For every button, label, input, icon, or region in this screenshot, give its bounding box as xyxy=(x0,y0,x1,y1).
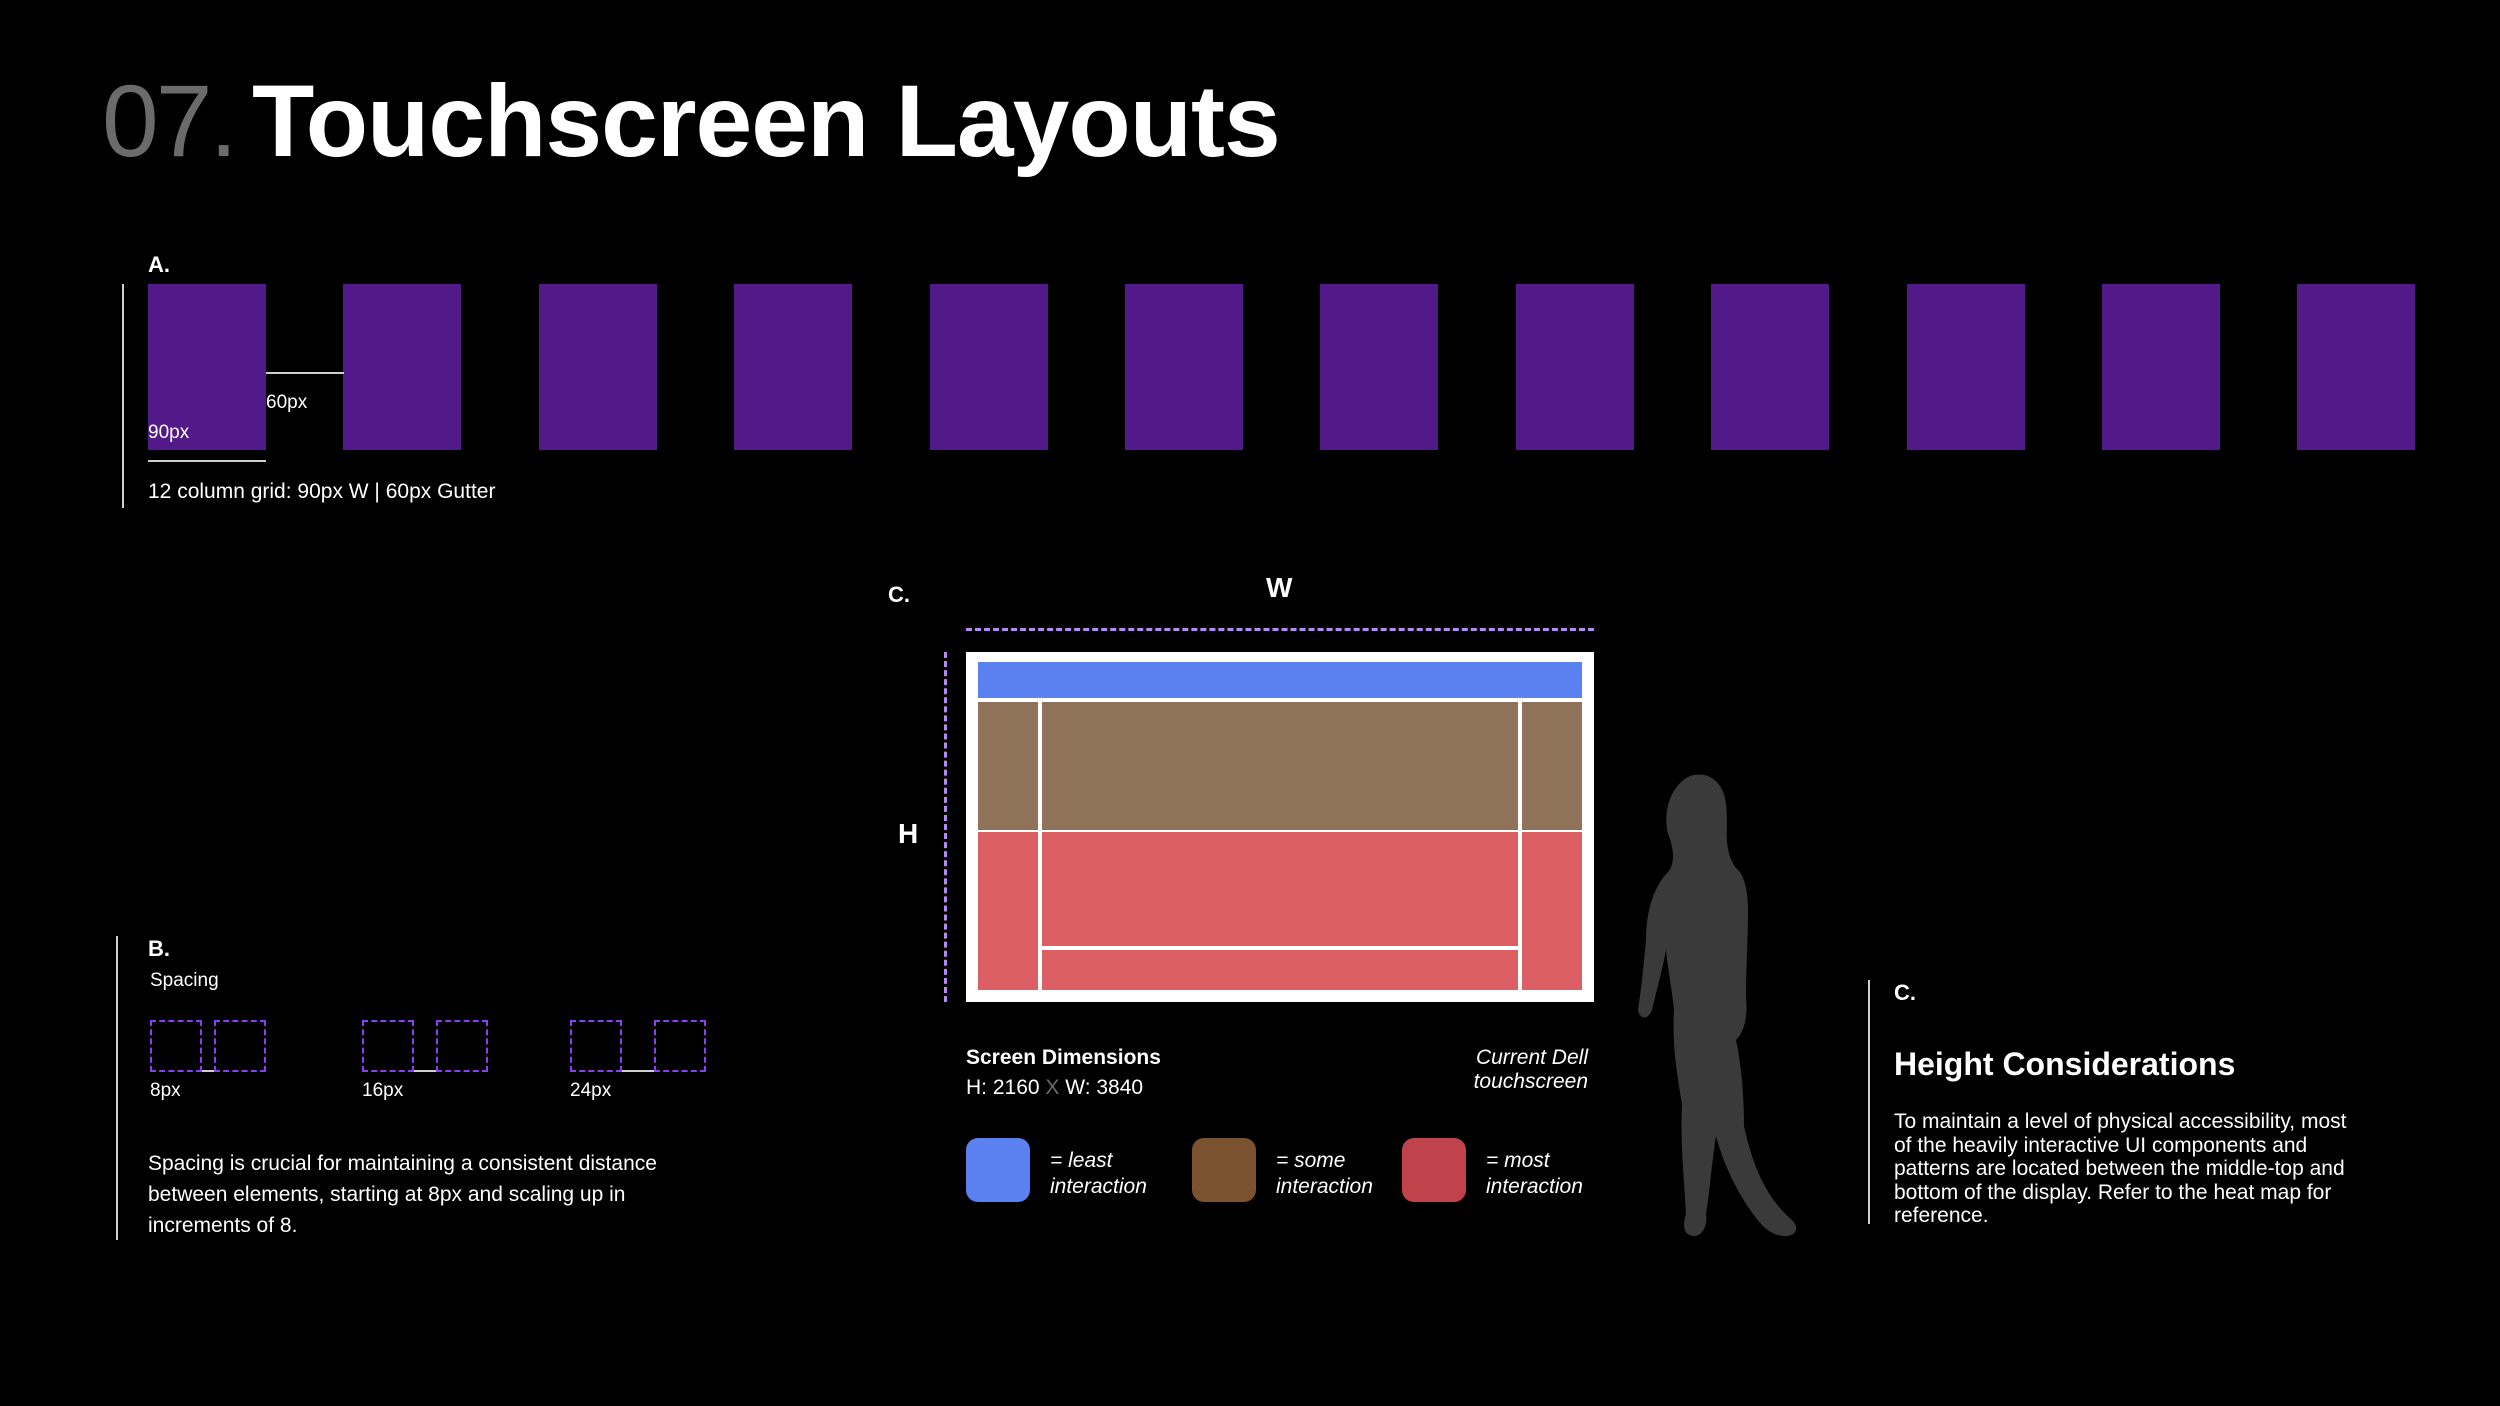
spacing-box xyxy=(654,1020,706,1072)
device-note-line: Current Dell xyxy=(1475,1046,1588,1069)
height-considerations-body: To maintain a level of physical accessib… xyxy=(1894,1110,2347,1227)
spacing-heading: Spacing xyxy=(150,970,219,991)
spacing-description: Spacing is crucial for maintaining a con… xyxy=(148,1152,657,1237)
screen-dimensions-values: H: 2160 X W: 3840 xyxy=(966,1076,1143,1100)
zone-most-interaction-center xyxy=(1042,832,1518,946)
gutter-marker-line xyxy=(266,372,344,374)
human-silhouette-icon xyxy=(1638,774,1797,1236)
zone-most-interaction-right xyxy=(1522,832,1582,990)
zone-least-interaction xyxy=(978,662,1582,698)
device-note-line: touchscreen xyxy=(1473,1070,1588,1093)
grid-column xyxy=(734,284,853,450)
page-number: 07. xyxy=(102,64,238,178)
dimension-width: W: 3840 xyxy=(1065,1076,1144,1099)
spacing-label: 24px xyxy=(570,1080,612,1101)
spacing-box xyxy=(214,1020,266,1072)
grid-column xyxy=(1906,284,2025,450)
spacing-box xyxy=(362,1020,414,1072)
legend-text-least: = least interaction xyxy=(1050,1148,1147,1200)
zone-some-interaction-left xyxy=(978,702,1038,830)
legend-swatch-least xyxy=(966,1138,1030,1202)
spacing-box xyxy=(436,1020,488,1072)
spacing-gap-line xyxy=(622,1070,654,1072)
grid-column xyxy=(1320,284,1439,450)
grid-column xyxy=(343,284,462,450)
legend-line: interaction xyxy=(1486,1175,1583,1198)
legend-line: = most xyxy=(1486,1149,1550,1172)
spacing-gap-line xyxy=(414,1070,436,1072)
grid-caption: 12 column grid: 90px W | 60px Gutter xyxy=(148,480,496,503)
grid-column xyxy=(538,284,657,450)
section-c-diagram-label: C. xyxy=(888,582,910,607)
grid-column xyxy=(2297,284,2416,450)
height-dimension-line xyxy=(944,652,947,1002)
height-label: H xyxy=(898,818,919,849)
spacing-box xyxy=(570,1020,622,1072)
legend-swatch-most xyxy=(1402,1138,1466,1202)
zone-most-interaction-bottom xyxy=(1042,950,1518,990)
section-a-label: A. xyxy=(148,252,170,277)
grid-column xyxy=(148,284,266,450)
section-a-rule xyxy=(122,284,124,508)
height-considerations-heading: Height Considerations xyxy=(1894,1046,2236,1082)
legend-text-most: = most interaction xyxy=(1486,1148,1583,1200)
legend-line: interaction xyxy=(1050,1175,1147,1198)
grid-column xyxy=(2102,284,2220,450)
legend-line: interaction xyxy=(1276,1175,1373,1198)
grid-column xyxy=(1711,284,1830,450)
spacing-label: 8px xyxy=(150,1080,181,1101)
legend-swatch-some xyxy=(1192,1138,1256,1202)
section-c-height-rule xyxy=(1868,980,1870,1224)
section-b-rule xyxy=(116,936,118,1240)
width-dimension-line xyxy=(966,628,1594,631)
spacing-gap-line xyxy=(202,1070,214,1072)
legend-line: = least xyxy=(1050,1149,1113,1172)
zone-some-interaction-right xyxy=(1522,702,1582,830)
spacing-label: 16px xyxy=(362,1080,404,1101)
zone-some-interaction-center xyxy=(1042,702,1518,830)
dimension-separator: X xyxy=(1045,1076,1060,1099)
section-b-label: B. xyxy=(148,936,170,961)
dimension-height: H: 2160 xyxy=(966,1076,1040,1099)
device-note: Current Dell touchscreen xyxy=(1474,1046,1588,1094)
grid-column xyxy=(1125,284,1243,450)
section-c-height-label: C. xyxy=(1894,980,1916,1005)
width-marker-line xyxy=(148,460,266,462)
width-marker-label: 90px xyxy=(148,422,190,443)
legend-line: = some xyxy=(1276,1149,1346,1172)
grid-column xyxy=(1515,284,1634,450)
page-title: Touchscreen Layouts xyxy=(252,64,1281,178)
screen-heat-map xyxy=(966,652,1594,1002)
spacing-box xyxy=(150,1020,202,1072)
zone-most-interaction-left xyxy=(978,832,1038,990)
screen-dimensions-title: Screen Dimensions xyxy=(966,1046,1161,1069)
gutter-marker-label: 60px xyxy=(266,392,308,413)
legend-text-some: = some interaction xyxy=(1276,1148,1373,1200)
width-label: W xyxy=(1266,572,1293,603)
grid-column xyxy=(929,284,1048,450)
